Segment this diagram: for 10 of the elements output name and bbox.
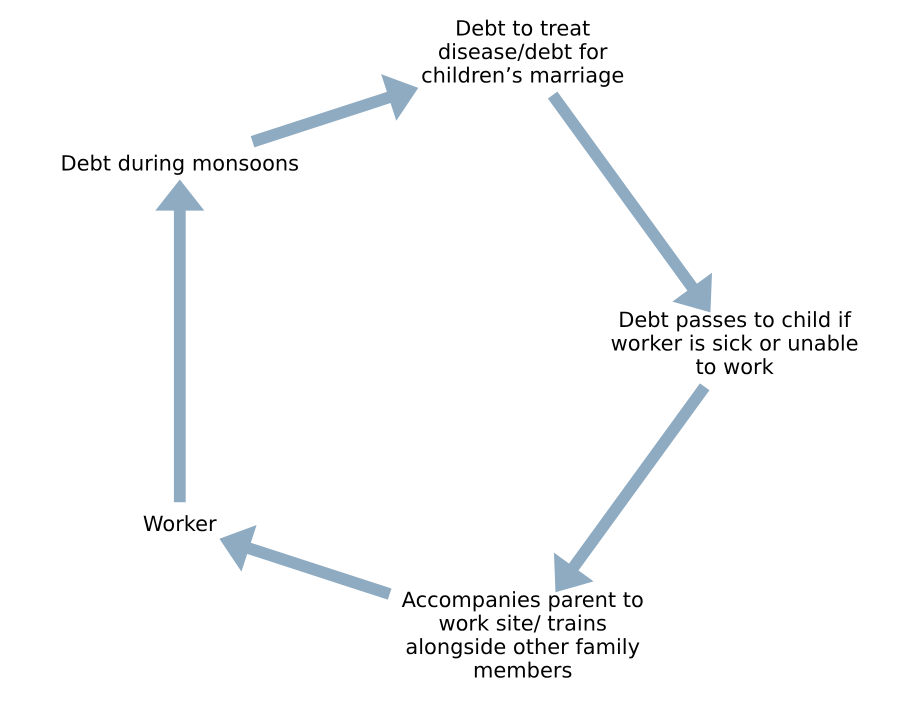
- node-text: Debt to treat disease/debt for children’s marriage: [420, 16, 624, 88]
- node-text: Debt passes to child if worker is sick or unable to work: [610, 308, 858, 380]
- arrow: [218, 525, 391, 600]
- arrow: [250, 74, 418, 148]
- node-text: Debt during monsoons: [60, 151, 299, 176]
- node-text: Worker: [142, 512, 216, 536]
- node-text: Accompanies parent to work site/ trains alongside other family members: [401, 588, 644, 683]
- arrow: [154, 180, 204, 502]
- arrow: [553, 383, 709, 592]
- arrow: [547, 92, 712, 312]
